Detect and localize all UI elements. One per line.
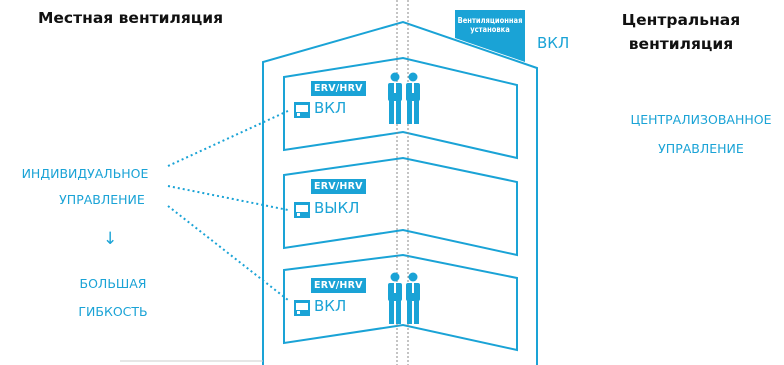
more-label: БОЛЬШАЯ xyxy=(79,276,147,291)
centralized-control-label: УПРАВЛЕНИЕ xyxy=(658,141,744,156)
controller-icon[interactable] xyxy=(293,299,311,317)
floor-2-badge: ERV/HRV xyxy=(311,179,366,195)
unit-label-line-1: Вентиляционная xyxy=(457,16,523,25)
connector-floor-3 xyxy=(167,205,289,301)
person-icon xyxy=(388,272,420,324)
floor-2-state: ВЫКЛ xyxy=(314,199,360,217)
arrow-down-icon: ↓ xyxy=(103,229,118,249)
floor-1-state: ВКЛ xyxy=(314,99,347,117)
flexibility-label: ГИБКОСТЬ xyxy=(78,304,148,319)
local-ventilation-title: Местная вентиляция xyxy=(38,9,224,27)
controller-icon[interactable] xyxy=(293,201,311,219)
floor-1-badge: ERV/HRV xyxy=(311,81,366,97)
central-title-line-2: вентиляция xyxy=(628,35,734,54)
central-ventilation-title: Центральная вентиляция xyxy=(606,8,756,56)
central-title-line-1: Центральная xyxy=(621,11,741,29)
unit-label-line-2: установка xyxy=(470,24,510,34)
roof-unit xyxy=(455,10,525,62)
building-outline xyxy=(262,20,538,365)
connector-floor-1 xyxy=(167,109,291,167)
floor-3-badge: ERV/HRV xyxy=(311,278,366,294)
ventilation-unit-label: Вентиляционная установка xyxy=(455,16,525,34)
connector-floor-2 xyxy=(167,185,289,211)
central-unit-state: ВКЛ xyxy=(537,34,570,52)
individual-label: ИНДИВИДУАЛЬНОЕ xyxy=(21,166,149,181)
controller-icon[interactable] xyxy=(293,101,311,119)
individual-control-label: УПРАВЛЕНИЕ xyxy=(59,192,145,207)
floor-3-state: ВКЛ xyxy=(314,297,347,315)
centralized-label: ЦЕНТРАЛИЗОВАННОЕ xyxy=(630,112,772,127)
person-icon xyxy=(388,72,420,124)
